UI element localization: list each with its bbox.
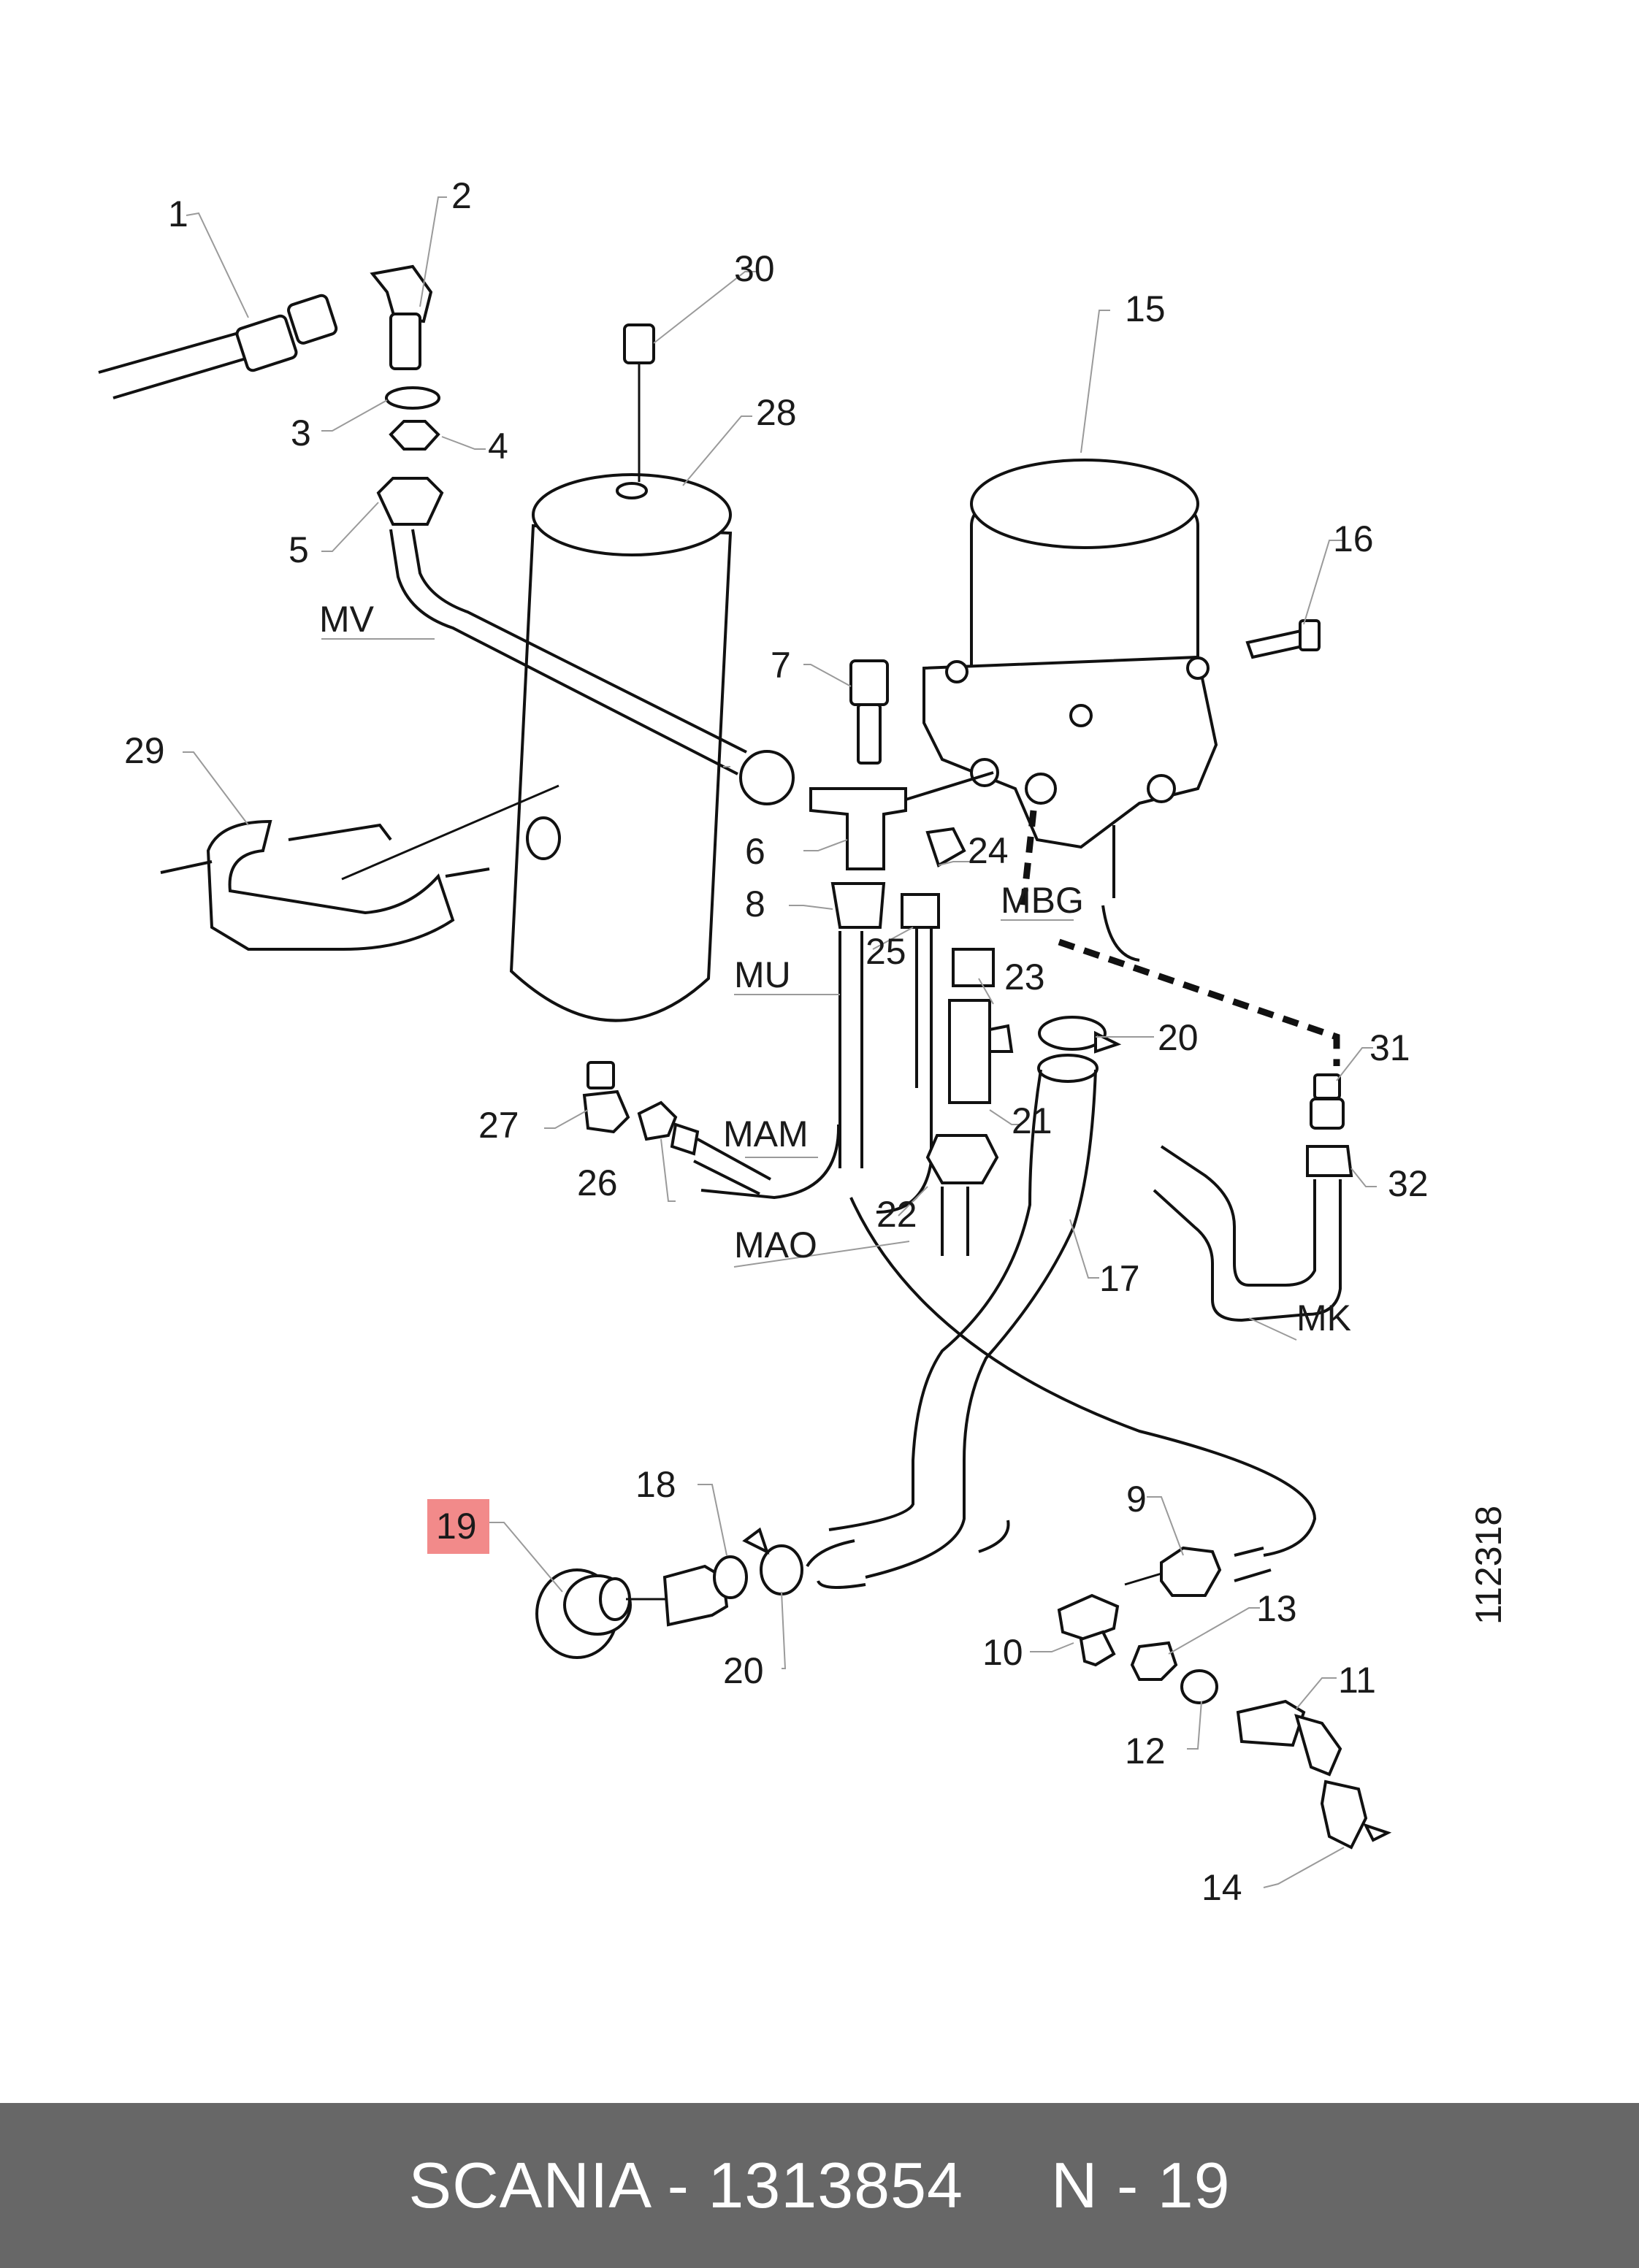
callout-30: 30 (734, 248, 775, 289)
callout-1: 1 (168, 194, 188, 234)
callout-26: 26 (577, 1162, 618, 1203)
callout-4: 4 (488, 426, 508, 467)
callout-2: 2 (451, 175, 472, 216)
bolt-30 (623, 323, 655, 364)
highlight-19 (427, 1499, 489, 1554)
callout-8: 8 (745, 884, 765, 924)
callout-12: 12 (1125, 1731, 1166, 1771)
callout-27: 27 (478, 1105, 519, 1146)
drawing-number: 112318 (1468, 1506, 1509, 1625)
parts-diagram: 1 2 3 4 5 6 7 8 9 10 11 12 13 14 15 16 1… (98, 175, 1509, 1908)
callout-6: 6 (745, 831, 765, 872)
callout-5: 5 (289, 529, 309, 570)
callout-25: 25 (866, 931, 906, 972)
callout-20-top: 20 (1158, 1017, 1199, 1058)
callout-17: 17 (1099, 1258, 1140, 1299)
bottom-left-parts (535, 1527, 866, 1659)
code-mao: MAO (734, 1225, 817, 1265)
callout-7: 7 (771, 645, 791, 686)
callout-15: 15 (1125, 288, 1166, 329)
air-dryer (922, 459, 1321, 962)
callout-labels: 1 2 3 4 5 6 7 8 9 10 11 12 13 14 15 16 1… (124, 175, 1429, 1908)
callout-21: 21 (1012, 1100, 1052, 1141)
callout-20-bottom: 20 (723, 1650, 764, 1691)
tank-drain-fittings (582, 1061, 771, 1195)
callout-16: 16 (1333, 518, 1374, 559)
code-mbg: MBG (1001, 880, 1084, 921)
callout-19: 19 (436, 1506, 477, 1547)
callout-11: 11 (1338, 1660, 1376, 1701)
code-mk: MK (1296, 1298, 1351, 1338)
footer-part-number: SCANIA - 1313854 (408, 2149, 963, 2221)
code-mv: MV (319, 599, 375, 640)
code-mam: MAM (723, 1114, 809, 1154)
mbg-assembly (828, 810, 1353, 1579)
callout-14: 14 (1201, 1867, 1242, 1908)
footer-bar: SCANIA - 1313854 N - 19 (0, 2103, 1639, 2268)
callout-24: 24 (968, 830, 1009, 871)
part-19-cap (535, 1568, 676, 1659)
air-tank (341, 473, 733, 1022)
callout-3: 3 (291, 413, 311, 453)
callout-10: 10 (982, 1632, 1023, 1673)
footer-position: N - 19 (1050, 2149, 1231, 2221)
callout-32: 32 (1388, 1163, 1429, 1204)
tee-fitting-assembly (700, 659, 1317, 1557)
code-mu: MU (734, 954, 791, 995)
callout-28: 28 (756, 392, 797, 433)
callout-13: 13 (1256, 1588, 1297, 1629)
tank-strap (160, 819, 490, 951)
bottom-right-parts (1057, 1546, 1392, 1850)
line-code-labels: MV MU MAM MAO MBG MK (319, 599, 1351, 1338)
callout-9: 9 (1126, 1479, 1147, 1520)
callout-29: 29 (124, 730, 165, 771)
callout-31: 31 (1369, 1027, 1410, 1068)
leader-lines (183, 196, 1377, 1888)
callout-18: 18 (635, 1464, 676, 1505)
callout-22: 22 (876, 1194, 917, 1235)
pipe-mv-assembly (98, 264, 795, 805)
callout-23: 23 (1004, 957, 1045, 997)
